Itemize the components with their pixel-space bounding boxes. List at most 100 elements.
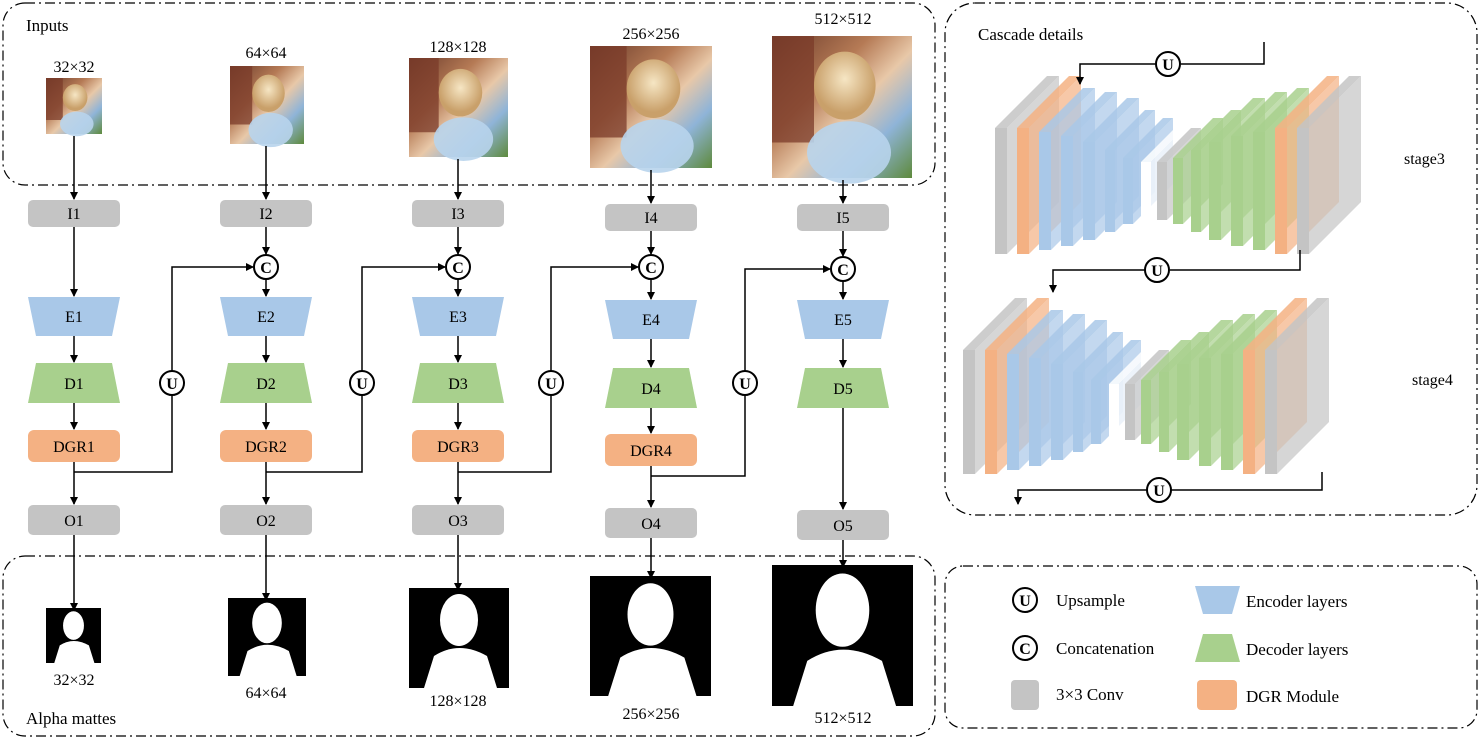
encoder-shape — [220, 297, 312, 336]
output-conv-box — [220, 505, 312, 535]
output-conv-box — [605, 508, 697, 538]
input-conv-label: I4 — [644, 210, 657, 227]
cascade-section-label: Cascade details — [978, 25, 1083, 44]
dgr-label: DGR4 — [630, 443, 672, 460]
legend-decoder-swatch — [1195, 634, 1240, 662]
skip-connection: U — [266, 263, 446, 473]
dgr-label: DGR2 — [245, 439, 287, 456]
svg-text:U: U — [739, 376, 751, 393]
input-conv-box — [412, 200, 504, 227]
svg-text:C: C — [645, 260, 657, 277]
decoder-label: D5 — [833, 381, 853, 398]
stage4-label: stage4 — [1412, 372, 1453, 389]
legend-dgr-label: DGR Module — [1246, 687, 1339, 706]
encoder-label: E1 — [65, 309, 83, 326]
skip-connection: U — [74, 263, 254, 473]
legend-upsample-icon: U — [1012, 587, 1038, 613]
output-conv-box — [797, 510, 889, 540]
legend-conv-label: 3×3 Conv — [1056, 685, 1124, 704]
concat-symbol: C — [830, 256, 856, 282]
alpha-matte — [590, 576, 711, 696]
alpha-matte — [46, 608, 101, 663]
inputs-frame — [2, 2, 936, 186]
encoder-label: E5 — [834, 312, 852, 329]
dgr-label: DGR1 — [53, 439, 95, 456]
alpha-matte — [772, 565, 913, 706]
encoder-shape — [605, 300, 697, 339]
legend: U Upsample C Concatenation 3×3 Conv Enco… — [1011, 586, 1348, 710]
conv-layer — [1297, 76, 1361, 254]
concat-symbol: C — [253, 254, 279, 280]
input-conv-box — [28, 200, 120, 227]
legend-dgr-swatch — [1197, 680, 1237, 710]
stage3-label: stage3 — [1404, 151, 1445, 168]
dgr-label: DGR3 — [437, 439, 479, 456]
svg-text:U: U — [1151, 263, 1163, 280]
matte-size-label: 256×256 — [622, 706, 679, 723]
skip-connection: U — [651, 265, 831, 477]
svg-text:C: C — [452, 260, 464, 277]
input-conv-box — [220, 200, 312, 227]
upsample-symbol: U — [159, 370, 185, 396]
conv-layer — [1265, 298, 1329, 474]
cascade-details: UUU — [963, 42, 1361, 505]
legend-encoder-label: Encoder layers — [1246, 592, 1347, 611]
svg-text:U: U — [545, 376, 557, 393]
svg-text:U: U — [356, 376, 368, 393]
decoder-shape — [797, 368, 889, 408]
input-size-label: 128×128 — [429, 39, 486, 56]
encoder-label: E2 — [257, 309, 275, 326]
stage4-stack — [963, 298, 1329, 474]
alpha-matte — [228, 598, 306, 676]
legend-conv-swatch — [1011, 680, 1039, 710]
concat-symbol: C — [445, 254, 471, 280]
upsample-symbol: U — [1155, 51, 1181, 77]
decoder-shape — [220, 363, 312, 403]
decoder-shape — [412, 363, 504, 403]
upsample-symbol: U — [1146, 477, 1172, 503]
upsample-symbol: U — [349, 370, 375, 396]
svg-text:U: U — [1162, 57, 1174, 74]
encoder-label: E3 — [449, 309, 467, 326]
upsample-symbol: U — [538, 370, 564, 396]
encoder-shape — [797, 300, 889, 339]
decoder-label: D2 — [256, 376, 276, 393]
legend-concat-icon: C — [1012, 635, 1038, 661]
encoder-label: E4 — [642, 312, 660, 329]
stage3-stack — [995, 76, 1361, 254]
legend-frame — [944, 565, 1478, 729]
output-conv-box — [28, 505, 120, 535]
skip-connection: U — [458, 263, 639, 473]
input-conv-box — [605, 204, 697, 231]
cascade-frame — [944, 2, 1478, 516]
dgr-box — [605, 434, 697, 466]
input-photo — [409, 58, 508, 161]
stage4-connections: U — [1014, 472, 1323, 505]
concat-symbol: C — [638, 254, 664, 280]
stage3-connections: UU — [1049, 42, 1301, 293]
alpha-mattes-section-label: Alpha mattes — [26, 709, 116, 728]
inputs-section-label: Inputs — [26, 16, 69, 35]
dgr-box — [220, 430, 312, 462]
decoder-shape — [28, 363, 120, 403]
input-photo — [46, 78, 102, 137]
output-conv-label: O4 — [641, 516, 661, 533]
legend-upsample-label: Upsample — [1056, 591, 1125, 610]
matte-size-label: 128×128 — [429, 693, 486, 710]
input-conv-label: I1 — [67, 206, 80, 223]
matte-size-label: 512×512 — [814, 710, 871, 727]
svg-text:C: C — [1019, 641, 1031, 658]
svg-text:U: U — [1019, 593, 1031, 610]
encoder-shape — [28, 297, 120, 336]
output-conv-label: O2 — [256, 513, 276, 530]
input-photo — [772, 36, 912, 184]
dgr-box — [412, 430, 504, 462]
output-conv-label: O5 — [833, 518, 853, 535]
